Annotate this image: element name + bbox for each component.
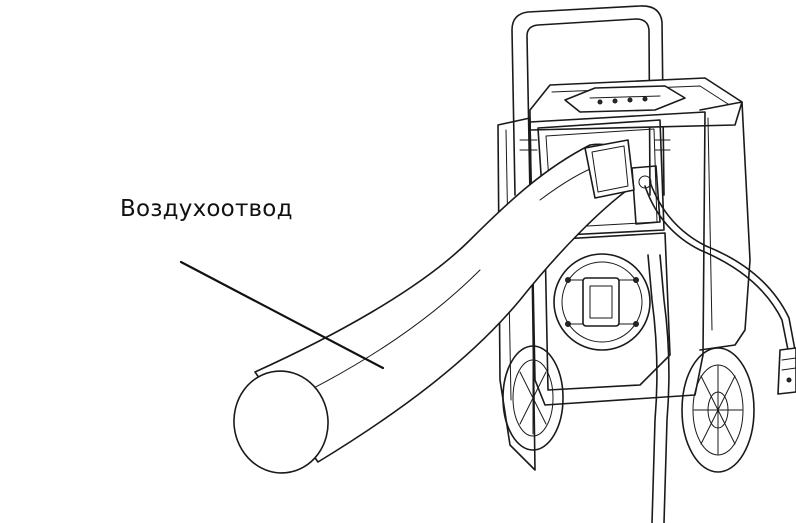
pump-access-door	[553, 253, 651, 351]
handle	[511, 5, 671, 196]
dehumidifier-body	[497, 77, 751, 471]
drain-hose	[647, 254, 670, 523]
right-wheel	[681, 347, 755, 473]
control-panel	[564, 85, 686, 113]
air-outlet-callout-label: Воздухоотвод	[120, 196, 293, 222]
callout-leader-line	[179, 260, 385, 370]
duct-coupling	[584, 139, 635, 199]
power-cord	[644, 181, 796, 351]
left-wheel	[502, 345, 564, 451]
plug-icon	[777, 347, 796, 395]
duct-opening	[233, 370, 329, 474]
